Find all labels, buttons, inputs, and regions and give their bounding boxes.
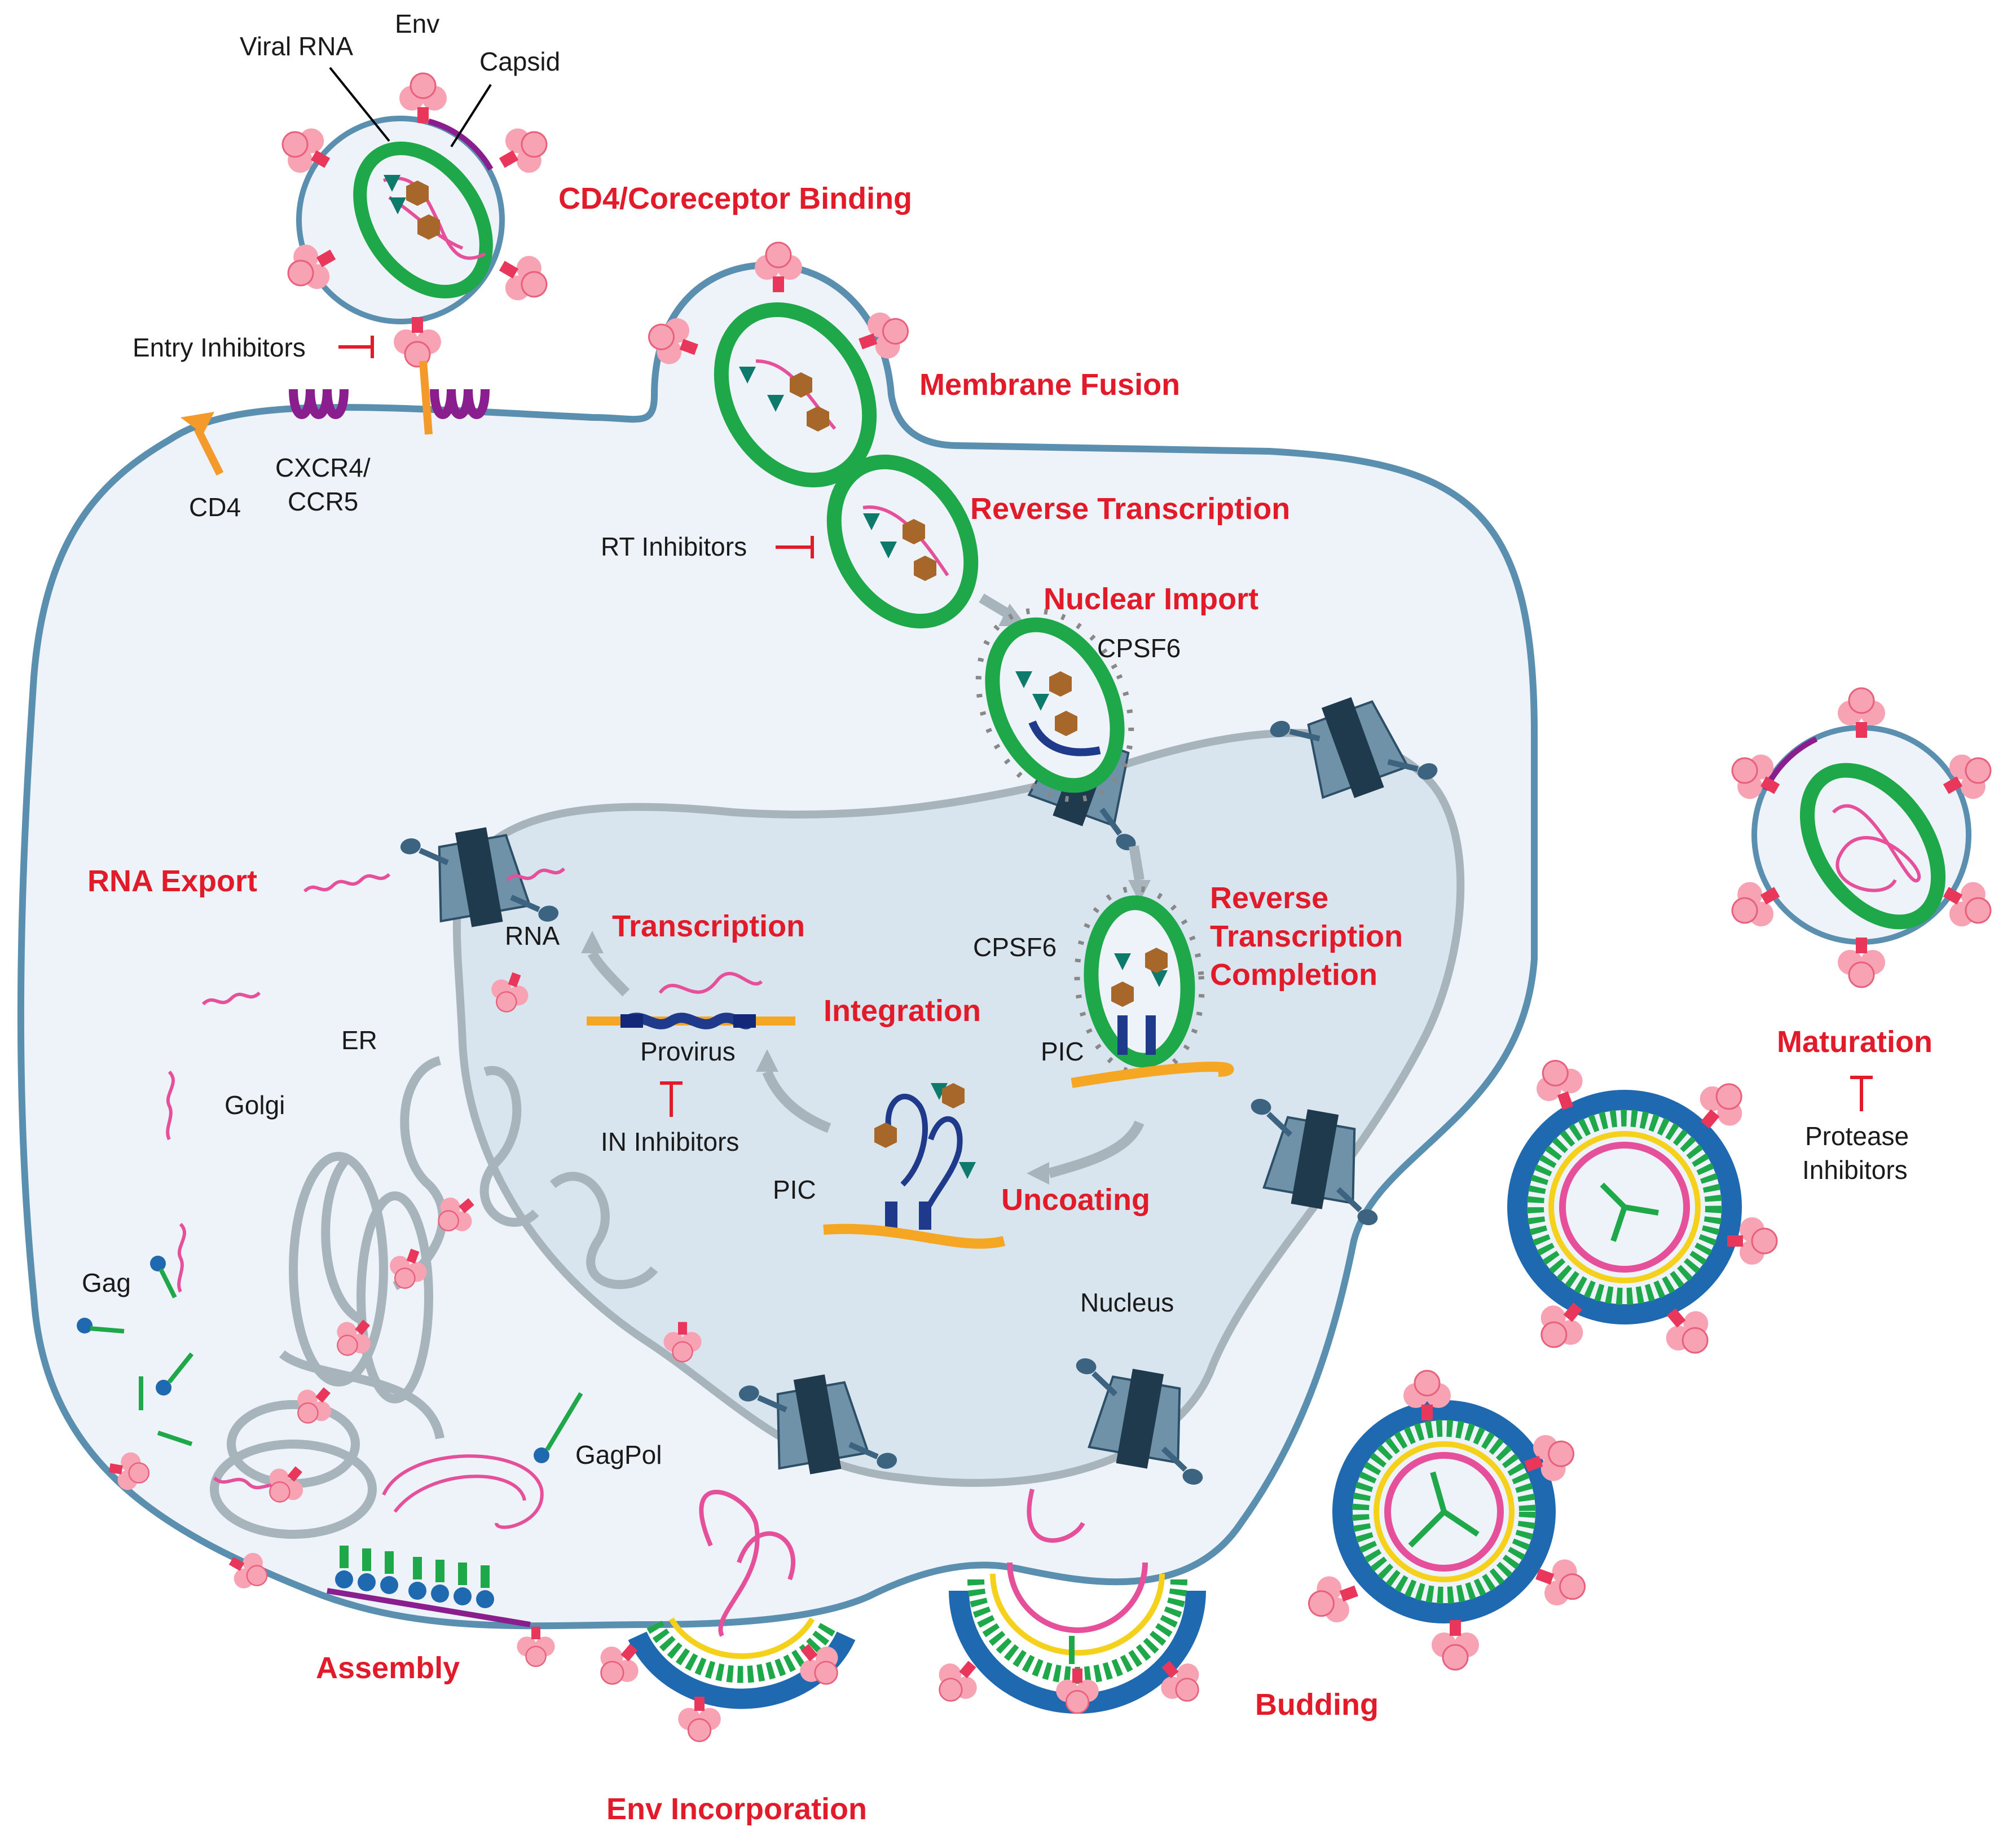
label-protease-inhibitors-2: Inhibitors — [1802, 1155, 1908, 1185]
label-rt-inhibitors: RT Inhibitors — [601, 532, 747, 561]
assembly-icon — [327, 1454, 544, 1627]
step-uncoating: Uncoating — [1001, 1183, 1150, 1217]
virion-top-icon — [271, 72, 558, 368]
rna-strands-icon — [166, 867, 566, 1491]
label-cxcr4: CXCR4/ — [275, 453, 371, 482]
mature-virion-icon — [1751, 725, 1971, 945]
label-cd4: CD4 — [189, 492, 241, 522]
label-pic-2: PIC — [773, 1175, 816, 1204]
label-capsid: Capsid — [479, 47, 560, 76]
env-spike-icon — [516, 1626, 556, 1667]
step-assembly: Assembly — [316, 1651, 460, 1685]
immature-virion-icon — [1507, 1090, 1742, 1324]
label-in-inhibitors: IN Inhibitors — [601, 1127, 739, 1156]
step-integration: Integration — [824, 994, 981, 1028]
rt-capsid-icon — [826, 454, 979, 629]
label-cpsf6-mid: CPSF6 — [973, 932, 1057, 962]
step-rt-completion-line1: Reverse — [1210, 881, 1328, 915]
step-rt-completion-line2: Transcription — [1210, 919, 1403, 953]
label-cpsf6-top: CPSF6 — [1097, 633, 1181, 663]
import-capsid-icon — [975, 608, 1134, 803]
step-budding: Budding — [1255, 1688, 1379, 1722]
step-maturation: Maturation — [1777, 1025, 1933, 1059]
label-rna: RNA — [505, 921, 560, 950]
label-er: ER — [341, 1026, 377, 1055]
label-gag: Gag — [82, 1268, 131, 1297]
step-transcription: Transcription — [612, 909, 805, 943]
step-cd4-binding: CD4/Coreceptor Binding — [558, 182, 912, 215]
step-rna-export: RNA Export — [87, 864, 257, 898]
cd4-receptor-icon — [181, 360, 433, 476]
step-membrane-fusion: Membrane Fusion — [919, 368, 1180, 402]
budding-virion-icon — [1332, 1400, 1556, 1623]
coreceptor-icon — [289, 389, 490, 419]
step-rt-completion-line3: Completion — [1210, 958, 1377, 992]
rt-completion-capsid-icon — [1074, 886, 1205, 1077]
provirus-icon — [587, 972, 795, 1029]
label-provirus: Provirus — [640, 1037, 736, 1066]
label-gagpol: GagPol — [575, 1440, 662, 1469]
fusing-virion-icon — [640, 241, 917, 487]
label-pic-1: PIC — [1041, 1037, 1084, 1066]
gag-icon — [77, 1256, 583, 1463]
step-env-incorporation: Env Incorporation — [606, 1792, 867, 1826]
label-golgi: Golgi — [225, 1090, 285, 1120]
label-env: Env — [395, 9, 439, 38]
label-ccr5: CCR5 — [288, 487, 358, 516]
step-nuclear-import: Nuclear Import — [1044, 582, 1258, 616]
label-nucleus: Nucleus — [1080, 1288, 1174, 1317]
er-golgi-icon — [210, 1056, 658, 1539]
step-reverse-transcription: Reverse Transcription — [970, 492, 1290, 526]
uncoating-icon — [823, 1083, 1006, 1249]
label-protease-inhibitors-1: Protease — [1805, 1121, 1909, 1151]
label-viral-rna: Viral RNA — [240, 32, 353, 61]
label-entry-inhibitors: Entry Inhibitors — [133, 333, 306, 362]
